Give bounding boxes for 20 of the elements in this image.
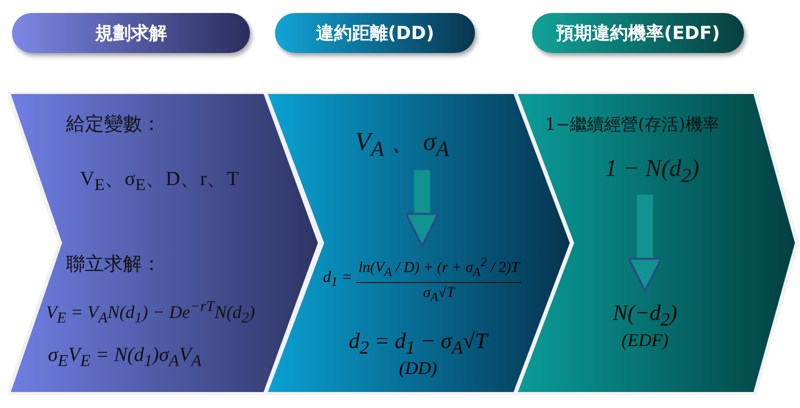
header-pill: 規劃求解: [12, 13, 250, 53]
formula: N(−d$_{2}$): [612, 300, 678, 330]
formula: V$_{A}$ 、 σ$_{A}$: [355, 128, 450, 162]
formula-note: (EDF): [620, 330, 670, 352]
panel-title: 1−繼續經營(存活)機率: [545, 116, 720, 135]
formula: 1 − N(d$_{2}$): [605, 156, 700, 187]
header-pill: 預期違約機率(EDF): [532, 13, 744, 53]
section-heading: 給定變數：: [66, 114, 161, 135]
formula-note: (DD): [398, 358, 438, 380]
header-pill: 違約距離(DD): [275, 13, 475, 53]
down-arrow: [405, 170, 440, 247]
formula: d$_{1}$ =: [323, 269, 352, 291]
section-heading: 聯立求解：: [66, 254, 161, 275]
formula: σ$_{E}$V$_{E}$ = N(d$_{1}$)σ$_{A}$V$_{A}$: [48, 344, 202, 370]
fraction-denominator: σ$_{A}$√T: [422, 284, 456, 305]
variable-list: V$_{E}$、σ$_{E}$、D、r、T: [80, 168, 239, 194]
formula: d$_{2}$ = d$_{1}$ − σ$_{A}$√T: [348, 328, 490, 358]
down-arrow: [628, 194, 662, 292]
fraction-numerator: ln(V$_{A}$ / D) + (r + σ$_{A}$$^{2}$ / 2)T: [356, 255, 522, 283]
formula: V$_{E}$ = V$_{A}$N(d$_{1}$) − De$^{−rT}$N(d$_{2}$): [46, 299, 255, 328]
